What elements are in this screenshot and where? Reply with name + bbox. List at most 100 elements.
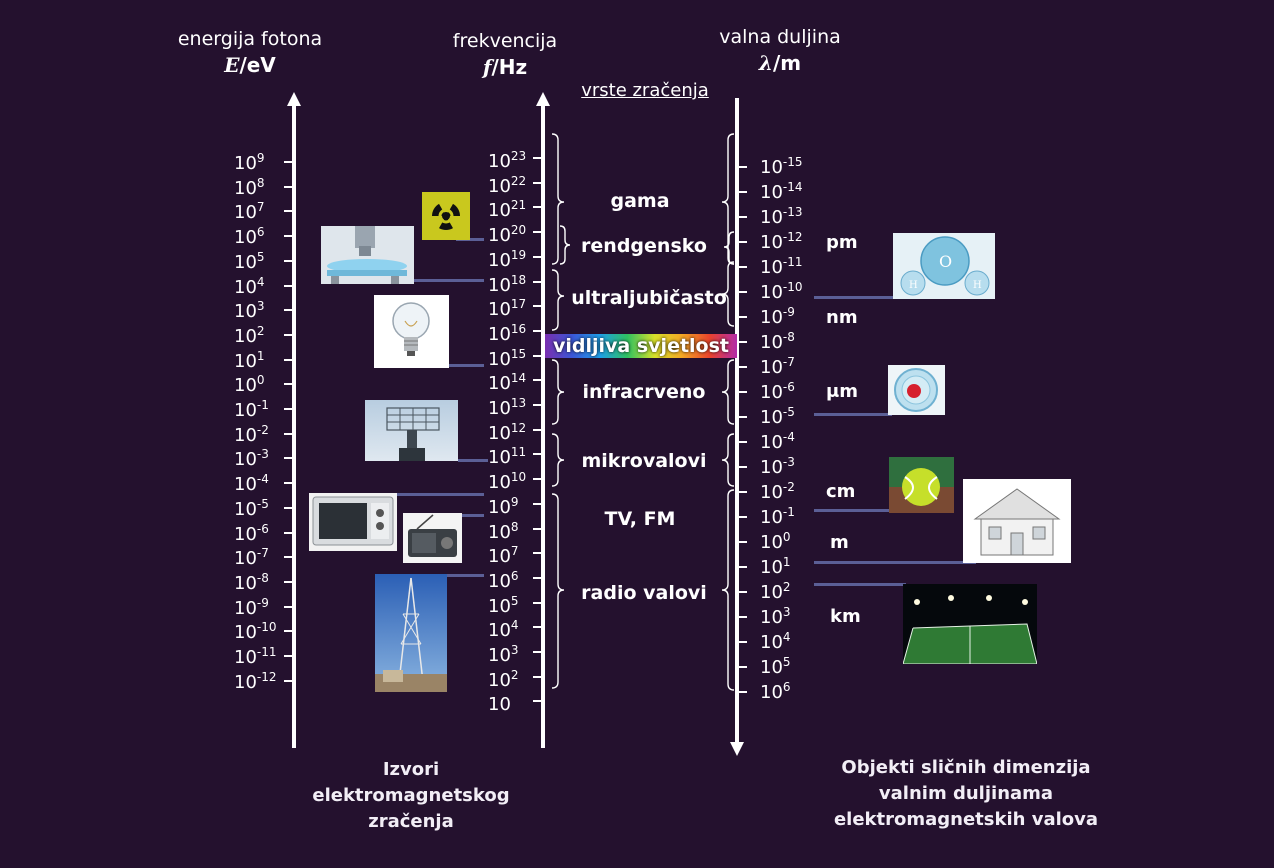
wavelength-header: valna duljina λ/m <box>690 24 870 76</box>
types-header: vrste zračenja <box>581 80 709 101</box>
wavelength_ticks-tick-label: 105 <box>760 655 791 678</box>
frequency_ticks-tick-label: 104 <box>488 618 519 642</box>
frequency-symbol: f <box>482 55 492 79</box>
energy_ticks-tick <box>284 531 292 534</box>
energy_ticks-tick-label: 10-3 <box>234 447 269 471</box>
energy_ticks-tick-label: 10-1 <box>234 398 269 421</box>
frequency_ticks-tick-label: 1022 <box>488 173 527 197</box>
wavelength_ticks-tick <box>739 516 747 518</box>
unit-pm: pm <box>826 232 858 253</box>
energy_ticks-tick-label: 10-11 <box>234 645 277 668</box>
wavelength_ticks-tick <box>739 491 747 493</box>
wavelength-symbol: λ <box>758 51 773 75</box>
brace-gamma-left <box>551 133 565 265</box>
energy_ticks-tick-label: 10-7 <box>234 546 269 570</box>
unit-km: km <box>830 606 861 627</box>
frequency_ticks-tick-label: 108 <box>488 519 519 543</box>
frequency_ticks-tick-label: 103 <box>488 643 519 666</box>
wavelength_ticks-tick-label: 10-6 <box>760 380 795 403</box>
wavelength_ticks-tick <box>739 466 747 468</box>
transmitter-tower-icon <box>375 574 447 692</box>
footer-objects: Objekti sličnih dimenzija valnim duljina… <box>826 755 1106 833</box>
frequency_ticks-tick-label: 1014 <box>488 371 527 395</box>
brace-micro-left <box>551 433 565 487</box>
connector-microwave <box>396 493 484 496</box>
energy_ticks-tick <box>284 284 292 287</box>
connector-radiation <box>456 238 484 241</box>
tennis-ball-icon <box>889 457 954 513</box>
wavelength_ticks-tick <box>739 191 747 193</box>
wavelength_ticks-tick <box>739 441 747 443</box>
frequency_ticks-tick <box>533 206 541 209</box>
energy_ticks-tick-label: 10-8 <box>234 570 269 594</box>
wavelength_ticks-tick-label: 10-13 <box>760 205 803 228</box>
energy_ticks-tick <box>284 655 292 657</box>
band-radio: radio valovi <box>581 582 707 604</box>
energy_ticks-tick <box>284 556 292 559</box>
frequency_ticks-tick-label: 105 <box>488 593 519 617</box>
frequency_ticks-tick-label: 109 <box>488 494 519 518</box>
frequency_ticks-tick <box>533 329 541 332</box>
frequency_ticks-tick <box>533 700 541 703</box>
energy_ticks-tick <box>284 358 292 361</box>
footer-objects-line2: valnim duljinama <box>878 783 1054 804</box>
wavelength_ticks-tick <box>739 316 747 318</box>
wavelength_ticks-tick <box>739 566 747 568</box>
connector-bulb <box>448 364 484 367</box>
frequency_ticks-tick <box>533 379 541 382</box>
energy_ticks-tick <box>284 309 292 312</box>
footer-sources-line3: zračenja <box>368 811 454 832</box>
frequency-header: frekvencija f/Hz <box>420 28 590 80</box>
wavelength_ticks-tick <box>739 341 747 343</box>
cell-icon <box>888 365 945 415</box>
energy_ticks-tick-label: 10-2 <box>234 422 269 446</box>
svg-text:H: H <box>973 280 982 291</box>
frequency_ticks-tick <box>533 626 541 629</box>
connector-scanner <box>414 279 484 282</box>
wavelength_ticks-tick <box>739 416 747 418</box>
energy_ticks-tick-label: 107 <box>234 200 265 224</box>
brace-uv-right <box>721 261 735 327</box>
frequency_ticks-tick <box>533 601 541 604</box>
frequency_ticks-tick <box>533 478 541 481</box>
wavelength_ticks-tick <box>739 691 747 693</box>
energy_ticks-tick <box>284 432 292 435</box>
wavelength_ticks-tick-label: 102 <box>760 580 791 603</box>
frequency_ticks-tick-label: 1023 <box>488 149 527 172</box>
energy_ticks-tick <box>284 259 292 262</box>
wavelength_ticks-tick-label: 10-14 <box>760 180 803 203</box>
energy-unit: /eV <box>239 53 276 77</box>
energy_ticks-tick-label: 104 <box>234 274 265 298</box>
energy_ticks-tick <box>284 185 292 188</box>
frequency_ticks-tick <box>533 354 541 357</box>
energy-header: energija fotona E/eV <box>160 26 340 78</box>
frequency_ticks-tick <box>533 527 541 530</box>
wavelength_ticks-tick <box>739 216 747 218</box>
brace-ir-right <box>721 359 735 425</box>
frequency-axis <box>541 104 545 748</box>
footer-objects-line1: Objekti sličnih dimenzija <box>841 757 1091 778</box>
frequency_ticks-tick-label: 1016 <box>488 321 527 345</box>
brace-gamma-right <box>721 133 735 265</box>
svg-text:H: H <box>909 280 918 291</box>
frequency_ticks-tick <box>533 453 541 456</box>
energy_ticks-tick-label: 106 <box>234 225 265 249</box>
wavelength-unit: /m <box>772 51 802 75</box>
microwave-oven-icon <box>309 493 397 551</box>
energy_ticks-tick <box>284 457 292 460</box>
energy_ticks-tick-label: 10-9 <box>234 595 269 619</box>
energy_ticks-tick <box>284 679 292 682</box>
wavelength_ticks-tick-label: 106 <box>760 680 791 703</box>
water-molecule-icon: O H H <box>893 233 995 299</box>
medical-scanner-icon <box>321 226 414 284</box>
wavelength-axis-arrow <box>730 742 744 756</box>
radio-icon <box>403 513 462 563</box>
connector-cell <box>814 413 892 416</box>
wavelength_ticks-tick <box>739 616 747 618</box>
frequency_ticks-tick <box>533 576 541 579</box>
frequency_ticks-tick-label: 1021 <box>488 198 527 222</box>
energy_ticks-tick-label: 102 <box>234 323 265 347</box>
wavelength_ticks-tick-label: 10-5 <box>760 405 795 428</box>
unit-um: μm <box>826 381 859 402</box>
